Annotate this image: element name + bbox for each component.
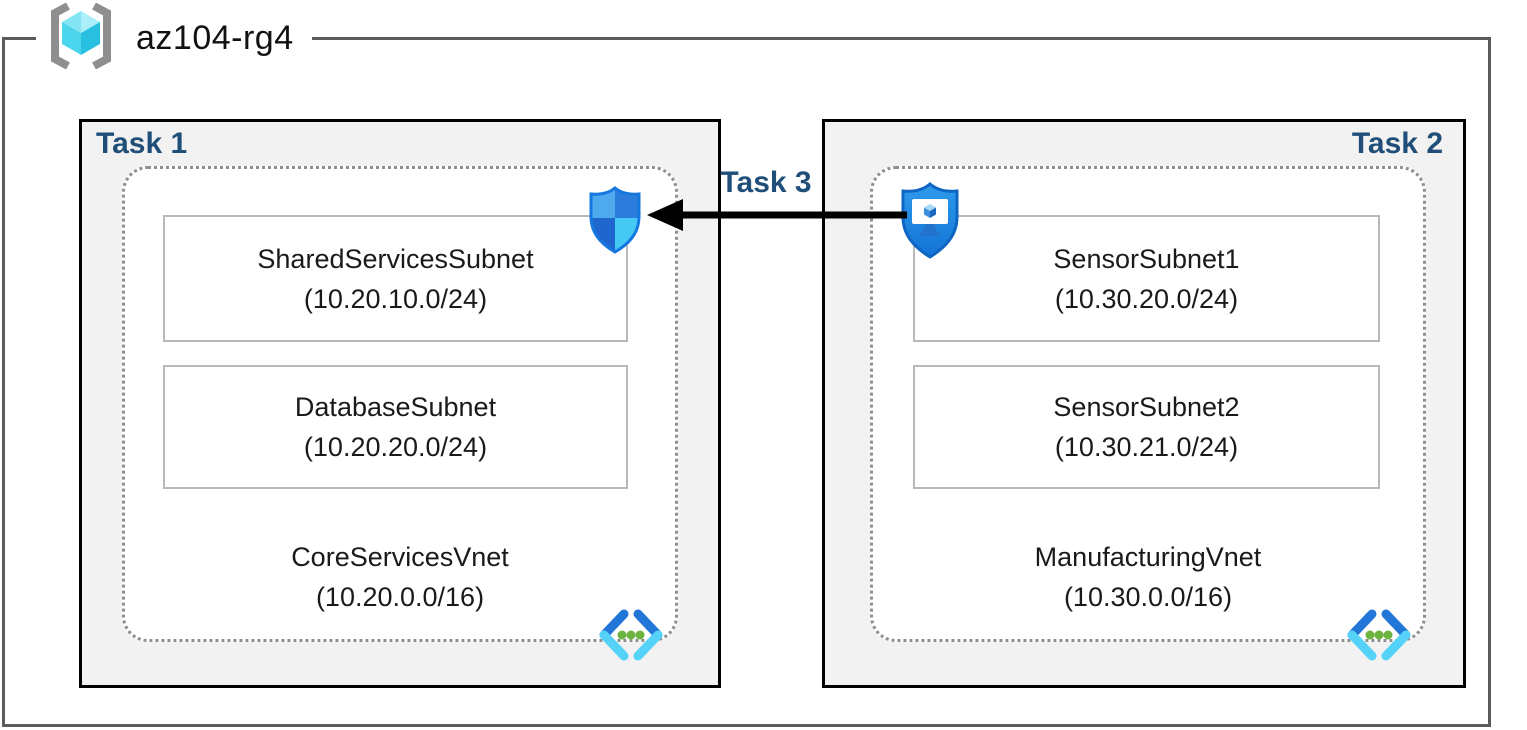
vnet-cidr: (10.30.0.0/16) [1063, 582, 1233, 612]
network-security-group-shield-icon [585, 186, 645, 254]
subnet-box-shared-services: SharedServicesSubnet (10.20.10.0/24) [163, 215, 628, 342]
task2-label: Task 2 [1351, 127, 1443, 160]
resource-group-name: az104-rg4 [136, 18, 294, 57]
subnet-name: SensorSubnet2 [1053, 392, 1240, 422]
subnet-cidr: (10.20.10.0/24) [303, 283, 488, 314]
manufacturing-vnet-boundary: SensorSubnet1 (10.30.20.0/24) SensorSubn… [870, 166, 1426, 661]
resource-group-legend: az104-rg4 [36, 1, 312, 74]
bastion-shield-monitor-icon [897, 182, 963, 260]
vnet-label-core-services: CoreServicesVnet (10.20.0.0/16) [125, 537, 675, 617]
subnet-cidr: (10.30.20.0/24) [1054, 283, 1239, 314]
resource-group-icon [44, 1, 118, 74]
subnet-box-database: DatabaseSubnet (10.20.20.0/24) [163, 365, 628, 489]
virtual-network-icon [597, 609, 665, 661]
subnet-box-sensor2: SensorSubnet2 (10.30.21.0/24) [913, 365, 1380, 489]
subnet-cidr: (10.20.20.0/24) [303, 432, 488, 462]
subnet-name: SharedServicesSubnet [257, 243, 534, 274]
task3-label: Task 3 [720, 166, 812, 199]
subnet-cidr: (10.30.21.0/24) [1054, 432, 1239, 462]
subnet-name: SensorSubnet1 [1053, 243, 1240, 274]
vnet-label-manufacturing: ManufacturingVnet (10.30.0.0/16) [873, 537, 1423, 617]
core-services-vnet-boundary: SharedServicesSubnet (10.20.10.0/24) Dat… [122, 166, 678, 661]
task2-box: Task 2 SensorSubnet1 (10.30.20.0/24) Sen… [822, 119, 1466, 688]
subnet-name: DatabaseSubnet [294, 392, 497, 422]
vnet-name: CoreServicesVnet [291, 542, 509, 572]
vnet-cidr: (10.20.0.0/16) [315, 582, 485, 612]
task1-label: Task 1 [96, 127, 188, 160]
virtual-network-icon [1345, 609, 1413, 661]
subnet-box-sensor1: SensorSubnet1 (10.30.20.0/24) [913, 215, 1380, 342]
vnet-name: ManufacturingVnet [1034, 542, 1262, 572]
peering-arrow [643, 192, 913, 238]
